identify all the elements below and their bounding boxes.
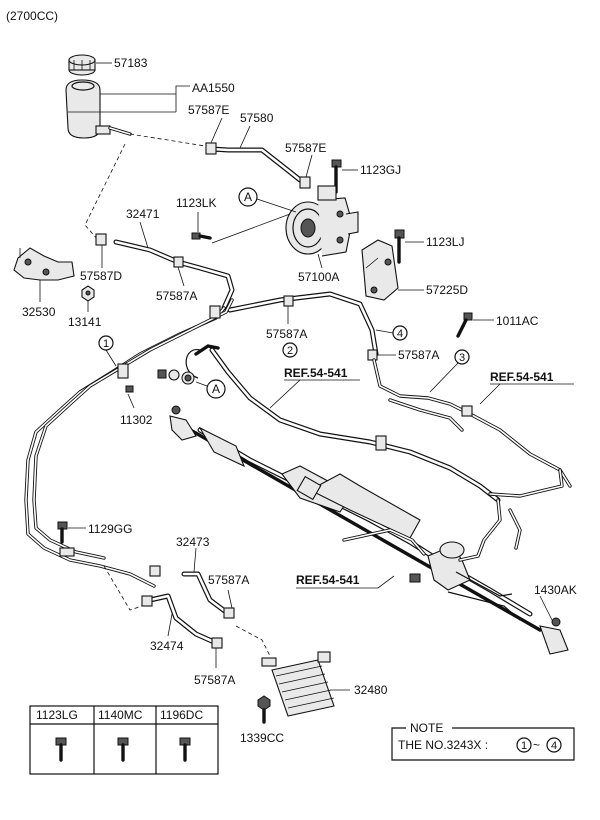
- part-1123LJ: 1123LJ: [426, 235, 464, 249]
- part-57587A-e: 57587A: [194, 673, 235, 687]
- part-32471: 32471: [126, 207, 160, 221]
- tube-bracket-right: [461, 405, 473, 417]
- part-1430AK: 1430AK: [534, 583, 577, 597]
- bolt-1339CC: [257, 695, 271, 724]
- fastener-header-1123LG: 1123LG: [36, 708, 78, 722]
- clamp-57587E-b: [299, 176, 311, 189]
- fastener-header-1196DC: 1196DC: [160, 708, 203, 722]
- callout-2: [282, 342, 298, 358]
- note-callout-to-label: 4: [551, 740, 557, 752]
- callout-A-pump-label: A: [244, 190, 252, 204]
- bolt-11302: [125, 385, 134, 393]
- part-57183: 57183: [114, 56, 148, 70]
- pump-bracket: [361, 239, 399, 301]
- tube-clamp-lower: [59, 547, 75, 557]
- part-57587A-d: 57587A: [208, 573, 249, 587]
- note-tilde: ~: [533, 738, 540, 752]
- bracket-32530: [13, 247, 75, 281]
- callout-A-fitting: [206, 379, 226, 399]
- part-1123LK: 1123LK: [176, 196, 216, 210]
- clamp-57587D: [95, 233, 107, 246]
- bolt-1129GG: [57, 521, 68, 544]
- part-57100A: 57100A: [298, 270, 339, 284]
- power-steering-pump: [285, 185, 359, 257]
- tie-rod-end: [539, 617, 569, 655]
- note-callout-from: [516, 737, 532, 753]
- fastener-icon-1196DC: [179, 737, 191, 762]
- bolt-1123LK: [191, 232, 212, 240]
- part-32474: 32474: [150, 639, 184, 653]
- clamp-57587A-b: [283, 295, 294, 307]
- part-11302: 11302: [120, 413, 153, 427]
- ref-label-upper: REF.54-541: [284, 366, 348, 380]
- reservoir-tank: [65, 79, 132, 139]
- callout-A-fitting-label: A: [212, 382, 220, 396]
- callout-1-label: 1: [103, 338, 109, 350]
- part-57587A-b: 57587A: [266, 327, 307, 341]
- clamp-57587A-d: [223, 607, 235, 619]
- ref-label-right: REF.54-541: [490, 370, 554, 384]
- note-callout-to: [546, 737, 562, 753]
- note-callout-from-label: 1: [521, 740, 527, 752]
- engine-variant-label: (2700CC): [6, 9, 58, 23]
- fitting-11302: [157, 369, 195, 385]
- part-13141: 13141: [68, 315, 102, 329]
- clamp-32474-end: [141, 595, 153, 607]
- callout-2-label: 2: [287, 345, 293, 357]
- part-AA1550: AA1550: [192, 81, 235, 95]
- screw-1011AC: [456, 312, 473, 338]
- reservoir-cap: [68, 54, 96, 76]
- part-32480: 32480: [354, 683, 388, 697]
- clamp-57587E-a: [205, 142, 217, 155]
- bolt-1123LJ: [394, 229, 405, 264]
- part-1123GJ: 1123GJ: [360, 163, 401, 177]
- part-57587D: 57587D: [80, 269, 122, 283]
- clamp-32473-end: [149, 565, 161, 577]
- oil-cooler: [261, 651, 335, 717]
- part-57587E-b: 57587E: [285, 141, 326, 155]
- tube-bracket-left: [117, 363, 129, 379]
- part-1339CC: 1339CC: [240, 731, 284, 745]
- part-57587A-a: 57587A: [156, 289, 197, 303]
- part-57587A-c: 57587A: [398, 348, 439, 362]
- clamp-57587A-e: [211, 637, 223, 649]
- fastener-header-1140MC: 1140MC: [98, 708, 143, 722]
- part-1129GG: 1129GG: [88, 522, 132, 536]
- nut-13141: [81, 285, 95, 302]
- fastener-icon-1140MC: [117, 737, 129, 762]
- callout-3: [454, 349, 470, 365]
- fastener-table: [29, 705, 219, 775]
- callout-4-label: 4: [397, 328, 403, 340]
- steering-gear-rack: [169, 405, 542, 632]
- fastener-icon-1123LG: [55, 737, 67, 762]
- part-57580: 57580: [240, 111, 274, 125]
- part-32473: 32473: [176, 535, 210, 549]
- clamp-57587A-a: [173, 256, 184, 268]
- note-box: [391, 727, 575, 761]
- rack-mount-bolt: [409, 573, 421, 583]
- hose-collar-center: [375, 435, 387, 451]
- part-32530: 32530: [22, 305, 56, 319]
- callout-A-pump: [238, 187, 258, 207]
- part-57225D: 57225D: [426, 283, 468, 297]
- note-text: THE NO.3243X :: [398, 738, 488, 752]
- part-1011AC: 1011AC: [496, 314, 539, 328]
- ref-label-lower: REF.54-541: [296, 573, 360, 587]
- tube-bracket-top: [209, 305, 221, 319]
- part-57587E-a: 57587E: [188, 103, 229, 117]
- callout-3-label: 3: [459, 352, 465, 364]
- note-title: NOTE: [410, 721, 443, 735]
- clamp-57587A-c: [367, 349, 378, 361]
